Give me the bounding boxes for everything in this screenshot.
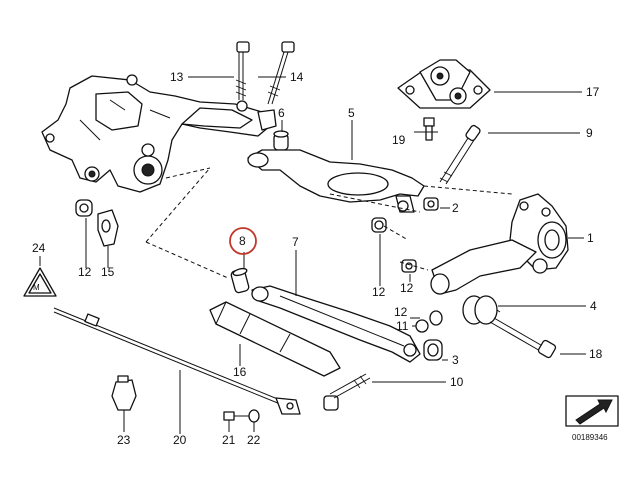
label-3: 3 [452, 353, 459, 367]
bushing-6 [273, 130, 289, 151]
bolt-13 [235, 41, 250, 100]
bushing-3 [423, 339, 443, 361]
washer-22 [248, 409, 260, 423]
bolt-19 [423, 117, 435, 141]
label-10: 10 [450, 375, 464, 389]
label-9: 9 [586, 126, 593, 140]
label-14: 14 [290, 70, 304, 84]
label-5: 5 [348, 106, 355, 120]
svg-text:M: M [33, 283, 40, 292]
label-12-upper-right: 12 [400, 281, 414, 295]
label-8: 8 [239, 234, 246, 248]
direction-arrow-icon [565, 395, 619, 427]
leader-lines [39, 76, 586, 434]
label-23: 23 [117, 433, 131, 447]
label-15: 15 [101, 265, 115, 279]
bolt-10 [323, 373, 371, 411]
label-18: 18 [589, 347, 603, 361]
highlight-circle [229, 227, 257, 255]
label-1: 1 [587, 231, 594, 245]
label-20: 20 [173, 433, 187, 447]
bolt-14 [267, 41, 295, 105]
control-arm-5 [247, 149, 425, 213]
label-17: 17 [586, 85, 600, 99]
label-12-lower-right: 12 [394, 305, 408, 319]
nut-12-left [75, 199, 93, 217]
label-12-center: 12 [372, 285, 386, 299]
bolt-9 [439, 124, 481, 185]
axle-carrier [41, 74, 277, 193]
label-19: 19 [392, 133, 406, 147]
label-16: 16 [233, 365, 247, 379]
label-12-left: 12 [78, 265, 92, 279]
nut-2 [423, 197, 439, 211]
label-22: 22 [247, 433, 261, 447]
label-2: 2 [452, 201, 459, 215]
label-7: 7 [292, 235, 299, 249]
washer-11 [415, 310, 443, 333]
stabilizer-rod-20 [53, 307, 301, 415]
catalog-code: 00189346 [572, 433, 608, 442]
clip-23 [111, 375, 137, 418]
label-24: 24 [32, 241, 46, 255]
bolt-18 [489, 317, 557, 359]
part-labels: 13 14 6 5 17 19 9 2 1 24 12 15 8 7 12 12… [32, 70, 603, 447]
control-arm-7 [251, 285, 421, 363]
bushing-15 [97, 209, 119, 247]
bushing-8 [230, 267, 250, 294]
lower-link-4 [430, 239, 537, 325]
label-6: 6 [278, 106, 285, 120]
warning-triangle-icon: M [23, 267, 57, 297]
protective-cover-16 [209, 301, 341, 377]
label-13: 13 [170, 70, 184, 84]
label-21: 21 [222, 433, 236, 447]
bolt-21 [223, 411, 250, 421]
rubber-mount-17 [397, 59, 491, 109]
nut-12-center [371, 217, 387, 233]
label-4: 4 [590, 299, 597, 313]
label-11: 11 [396, 319, 409, 333]
